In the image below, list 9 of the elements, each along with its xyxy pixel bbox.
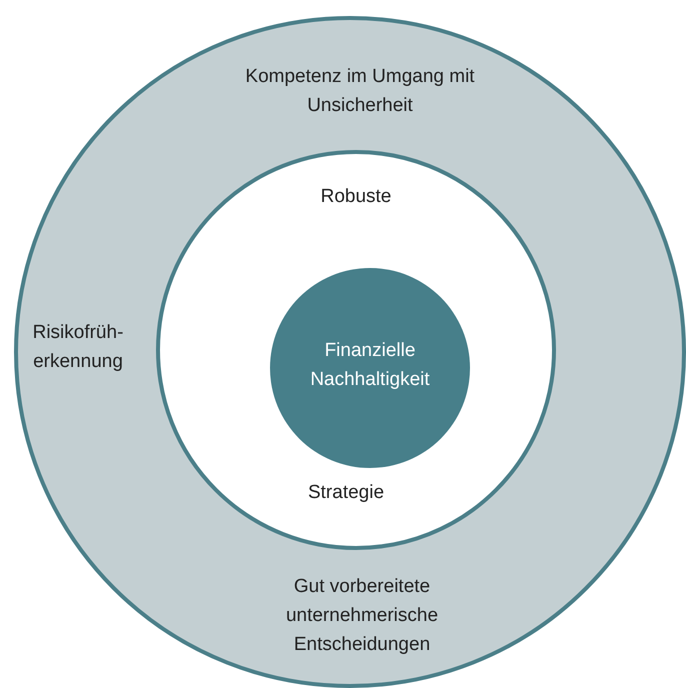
- ring-label: Robuste: [320, 185, 392, 209]
- core-circle: [270, 268, 470, 468]
- ring-label: Gut vorbereitete unternehmerische Entscheidungen: [284, 575, 440, 657]
- ring-label: Kompetenz im Umgang mit Unsicherheit: [244, 65, 476, 118]
- ring-circle: [156, 150, 556, 550]
- ring-label: Strategie: [306, 481, 386, 505]
- ring-label: Risikofrüh-erkennung: [32, 321, 124, 374]
- core-label: Finanzielle Nachhaltigkeit: [309, 339, 431, 392]
- ring-circle: [14, 16, 686, 688]
